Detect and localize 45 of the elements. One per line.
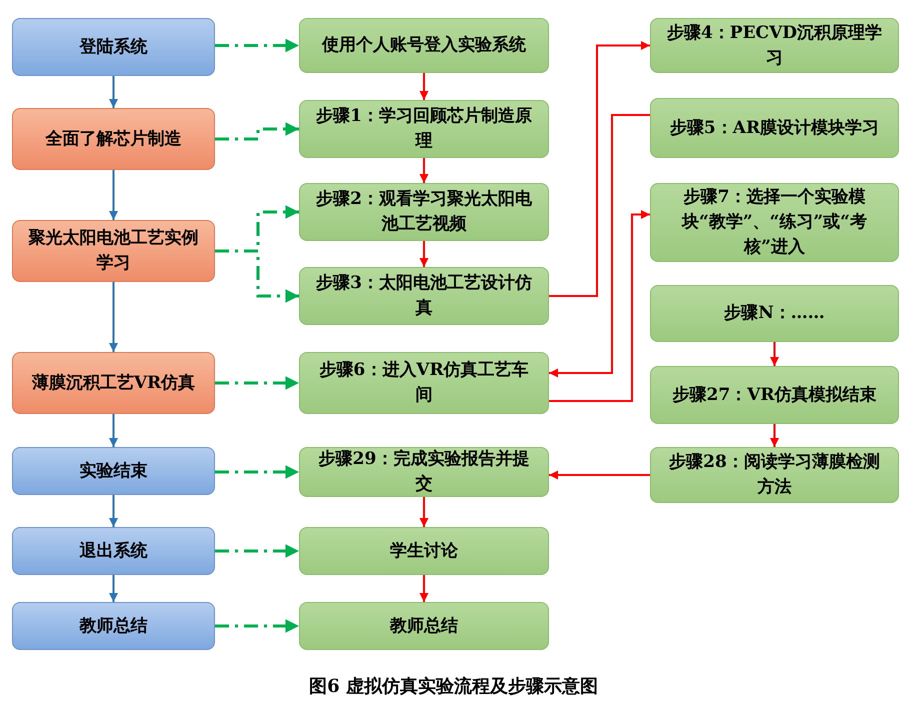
arrow (549, 41, 650, 297)
process-box: 步骤27：VR仿真模拟结束 (650, 366, 899, 424)
process-box: 步骤1：学习回顾芯片制造原理 (299, 100, 549, 158)
figure-caption: 图6 虚拟仿真实验流程及步骤示意图 (308, 675, 599, 698)
process-box: 步骤3：太阳电池工艺设计仿真 (299, 267, 549, 325)
arrow (420, 73, 428, 100)
process-box: 步骤4：PECVD沉积原理学习 (650, 18, 899, 73)
arrow (215, 619, 299, 633)
process-box: 全面了解芯片制造 (12, 108, 215, 170)
arrow (109, 414, 118, 447)
process-box: 步骤28：阅读学习薄膜检测方法 (650, 447, 899, 503)
arrow (109, 495, 118, 527)
process-box: 步骤2：观看学习聚光太阳电池工艺视频 (299, 183, 549, 241)
process-box: 步骤N：…… (650, 285, 899, 342)
process-box: 步骤5：AR膜设计模块学习 (650, 98, 899, 158)
process-box: 教师总结 (299, 602, 549, 650)
process-box: 使用个人账号登入实验系统 (299, 18, 549, 73)
arrow (215, 38, 299, 52)
process-box: 聚光太阳电池工艺实例学习 (12, 220, 215, 282)
process-box: 步骤29：完成实验报告并提交 (299, 447, 549, 497)
arrow (215, 465, 299, 479)
process-box: 薄膜沉积工艺VR仿真 (12, 352, 215, 414)
arrow (109, 282, 118, 352)
arrow (109, 170, 118, 220)
arrow (549, 114, 650, 378)
arrow (770, 424, 779, 447)
arrow (215, 376, 299, 390)
arrow (420, 575, 428, 602)
arrow (549, 470, 650, 480)
process-box: 步骤6：进入VR仿真工艺车间 (299, 352, 549, 414)
arrow (215, 122, 299, 140)
arrow (420, 158, 428, 183)
arrow (420, 241, 428, 267)
arrow (109, 76, 118, 108)
arrow (215, 544, 299, 558)
arrow (109, 575, 118, 602)
arrow (549, 210, 650, 402)
arrow (770, 342, 779, 366)
process-box: 学生讨论 (299, 527, 549, 575)
process-box: 实验结束 (12, 447, 215, 495)
process-box: 教师总结 (12, 602, 215, 650)
arrow (420, 497, 428, 527)
process-box: 登陆系统 (12, 18, 215, 76)
process-box: 步骤7：选择一个实验模块“教学”、“练习”或“考核”进入 (650, 183, 899, 262)
process-box: 退出系统 (12, 527, 215, 575)
